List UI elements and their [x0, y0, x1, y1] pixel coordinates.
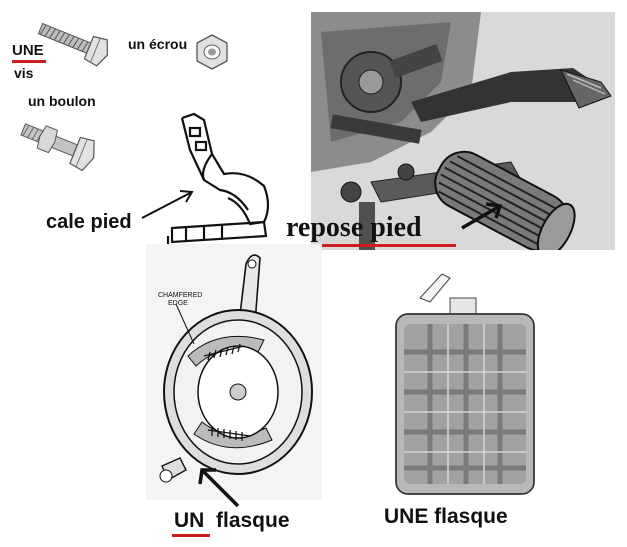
un-underline — [172, 534, 210, 537]
cale-pied-label: cale pied — [46, 211, 132, 233]
arrow-icon — [461, 202, 503, 230]
screw-icon — [37, 22, 109, 67]
nut-icon — [196, 34, 228, 70]
arrow-icon — [198, 468, 240, 508]
brake-plate-icon — [146, 244, 322, 500]
vis-label: vis — [14, 65, 34, 81]
arrow-icon — [141, 190, 194, 219]
boulon-label: un boulon — [28, 93, 96, 109]
toe-clip-icon — [166, 112, 270, 246]
un-flasque-noun-label: flasque — [216, 509, 290, 532]
chamfered-label: CHAMFERED — [158, 292, 203, 299]
bolt-icon — [20, 123, 95, 172]
flask-icon — [395, 273, 535, 495]
repose-pied-underline — [288, 244, 456, 247]
ecrou-label: un écrou — [128, 36, 188, 52]
une-flasque-label: UNE flasque — [384, 505, 508, 528]
une-article-label: UNE — [12, 42, 44, 59]
un-flasque-article-label: UN — [174, 509, 205, 532]
repose-pied-label: repose pied — [286, 212, 422, 243]
une-underline — [12, 60, 46, 63]
edge-label: EDGE — [168, 300, 188, 307]
footrest-photo — [311, 12, 615, 250]
